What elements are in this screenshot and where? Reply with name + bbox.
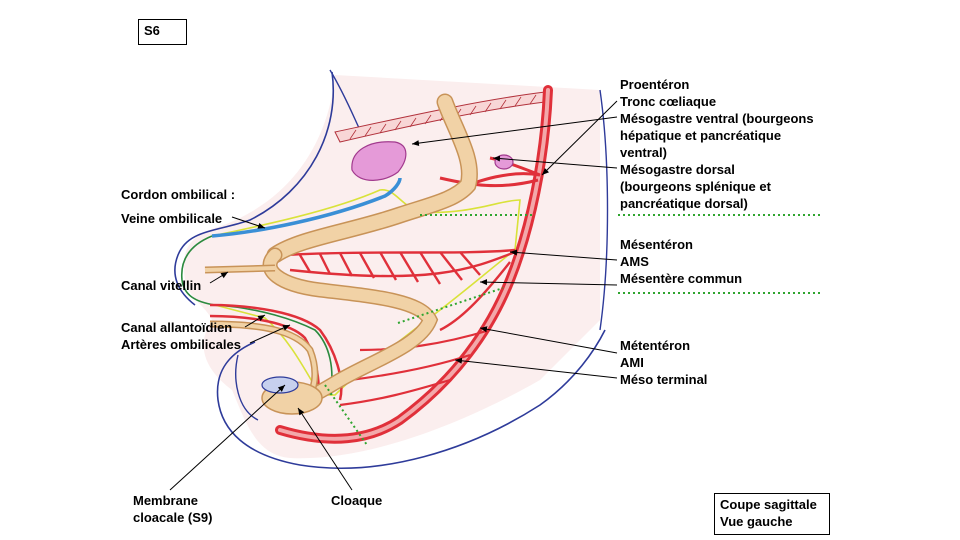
- label-proenteron: Proentéron: [620, 77, 690, 92]
- dorsal-body-wall: [174, 71, 334, 306]
- label-membrane-cloacale-2: cloacale (S9): [133, 510, 213, 525]
- label-ams: AMS: [620, 254, 649, 269]
- label-mesogastre-ventral-2: hépatique et pancréatique: [620, 128, 782, 143]
- ventral-body-wall: [216, 329, 606, 469]
- label-mesentere-commun: Mésentère commun: [620, 271, 743, 286]
- label-mesogastre-dorsal-2: (bourgeons splénique et: [620, 179, 771, 194]
- label-metenteron: Métentéron: [620, 338, 691, 353]
- foregut-fill: [268, 95, 477, 262]
- right-body-wall: [599, 89, 609, 331]
- body-cavity: [183, 75, 600, 459]
- label-cordon-ombilical: Cordon ombilical :: [121, 187, 236, 202]
- label-mesenteron: Mésentéron: [620, 237, 693, 252]
- label-arteres-ombilicales: Artères ombilicales: [121, 337, 241, 352]
- hepatic-bud: [351, 141, 407, 181]
- label-cloaque: Cloaque: [331, 493, 383, 508]
- section-line-2: [397, 287, 504, 324]
- section-line-3: [324, 384, 368, 446]
- sma-fan: [284, 248, 516, 332]
- midgut-fill: [264, 249, 437, 411]
- label-tronc-coeliaque: Tronc cœliaque: [620, 94, 717, 109]
- vitelline-duct-fill: [204, 266, 276, 272]
- slide-tag-text: S6: [144, 23, 160, 38]
- view-info-box: Coupe sagittale Vue gauche: [714, 493, 830, 535]
- cloacal-membrane: [261, 376, 299, 394]
- label-meso-terminal: Méso terminal: [620, 372, 708, 387]
- label-canal-vitellin: Canal vitellin: [121, 278, 202, 293]
- dorsal-pancreatic-bud: [494, 154, 514, 170]
- view-info-line1: Coupe sagittale: [720, 497, 817, 512]
- label-membrane-cloacale-1: Membrane: [133, 493, 199, 508]
- label-canal-allantoidien: Canal allantoïdien: [121, 320, 233, 335]
- leader-lines: [169, 100, 618, 491]
- label-mesogastre-ventral-3: ventral): [620, 145, 667, 160]
- label-mesogastre-ventral-1: Mésogastre ventral (bourgeons: [620, 111, 814, 126]
- label-mesogastre-dorsal-1: Mésogastre dorsal: [620, 162, 735, 177]
- label-ami: AMI: [620, 355, 644, 370]
- umbilical-vein: [211, 177, 402, 238]
- umbilical-artery-2: [209, 314, 320, 401]
- view-info-line2: Vue gauche: [720, 514, 793, 529]
- dorsal-aorta-lumen: [278, 88, 550, 441]
- cloacal-membrane-wall: [235, 354, 259, 421]
- label-veine-ombilicale: Veine ombilicale: [121, 211, 223, 226]
- slide-tag: S6: [138, 19, 187, 45]
- label-mesogastre-dorsal-3: pancréatique dorsal): [620, 196, 748, 211]
